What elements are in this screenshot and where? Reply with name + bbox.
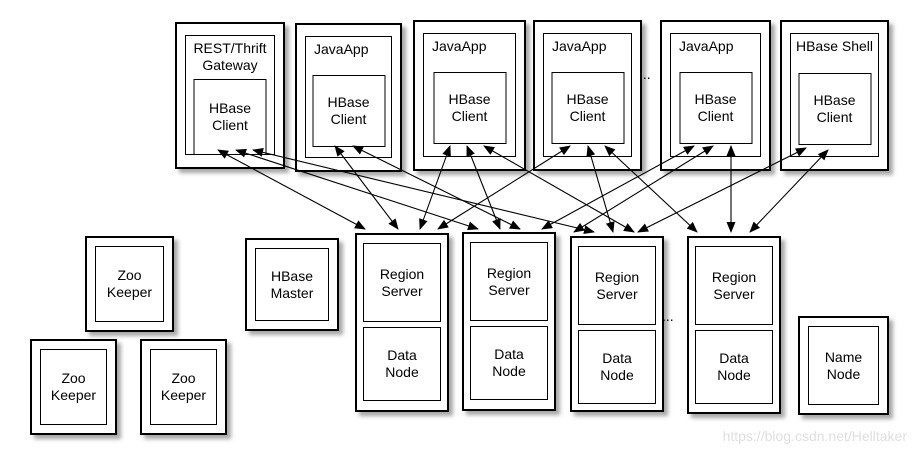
- zookeeper-1-label-line: Keeper: [106, 284, 153, 300]
- hbase-master-label-line: HBase: [270, 267, 314, 284]
- region-server-label-line: Server: [488, 281, 530, 298]
- region-server-label-line: Region: [594, 268, 640, 285]
- name-node-label-line: Name: [824, 348, 863, 365]
- label-line: REST/Thrift: [193, 40, 267, 56]
- data-node-label-line: Data: [602, 350, 632, 366]
- hbase-client-label-line: Client: [330, 111, 367, 127]
- data-node-label-line: Data: [387, 347, 417, 363]
- hbase-shell-label: HBase Shell: [782, 38, 887, 55]
- hbase-client-label-line: Client: [212, 117, 248, 133]
- hbase-client-label-line: HBase: [448, 91, 491, 107]
- data-node-label-line: Node: [385, 364, 419, 380]
- javaapp-4-label: JavaApp: [662, 38, 769, 55]
- javaapp-1-label: JavaApp: [297, 41, 400, 58]
- hbase-master-label-line: Master: [270, 284, 314, 301]
- label-line: JavaApp: [314, 41, 369, 57]
- hbase-client-label-line: Client: [816, 109, 853, 125]
- region-server-label-line: Server: [381, 282, 423, 299]
- hbase-client-label-line: Client: [697, 108, 734, 124]
- zookeeper-2-label-line: Keeper: [50, 387, 97, 403]
- label-line: Gateway: [202, 57, 258, 73]
- region-server-label-line: Region: [486, 264, 532, 281]
- region-server-label-line: Region: [379, 265, 425, 282]
- javaapp-2-label: JavaApp: [415, 38, 524, 55]
- hbase-client-label-line: Client: [451, 108, 488, 124]
- hbase-client-label-line: Client: [569, 108, 606, 124]
- data-node-label-line: Data: [719, 350, 749, 366]
- region-server-label-line: Server: [596, 285, 638, 302]
- javaapp-3-label: JavaApp: [535, 38, 640, 55]
- ellipsis-more-regionservers: ...: [662, 308, 674, 324]
- hbase-client-label-line: HBase: [566, 91, 609, 107]
- zookeeper-1-label-line: Zoo: [117, 267, 142, 283]
- zookeeper-2-label-line: Zoo: [61, 370, 86, 386]
- region-server-label-line: Server: [713, 285, 755, 302]
- zookeeper-3-label-line: Keeper: [160, 387, 207, 403]
- data-node-label-line: Data: [494, 346, 524, 362]
- watermark: https://blog.csdn.net/Helltaker: [722, 428, 907, 444]
- label-line: JavaApp: [552, 38, 607, 54]
- label-line: JavaApp: [432, 38, 487, 54]
- zookeeper-3-label-line: Zoo: [171, 370, 196, 386]
- name-node-label-line: Node: [826, 365, 861, 382]
- region-server-label-line: Region: [711, 268, 757, 285]
- hbase-client-label-line: HBase: [694, 91, 737, 107]
- inner-frame: [790, 33, 879, 157]
- label-line: JavaApp: [679, 38, 734, 54]
- data-node-label-line: Node: [492, 363, 526, 379]
- data-node-label-line: Node: [600, 367, 634, 383]
- data-node-label-line: Node: [717, 367, 751, 383]
- label-line: HBase Shell: [795, 38, 874, 54]
- hbase-client-label-line: HBase: [327, 94, 370, 110]
- hbase-client-label-line: HBase: [813, 92, 856, 108]
- ellipsis-more-javaapps: ...: [639, 66, 651, 82]
- hbase-client-label-line: HBase: [208, 100, 252, 116]
